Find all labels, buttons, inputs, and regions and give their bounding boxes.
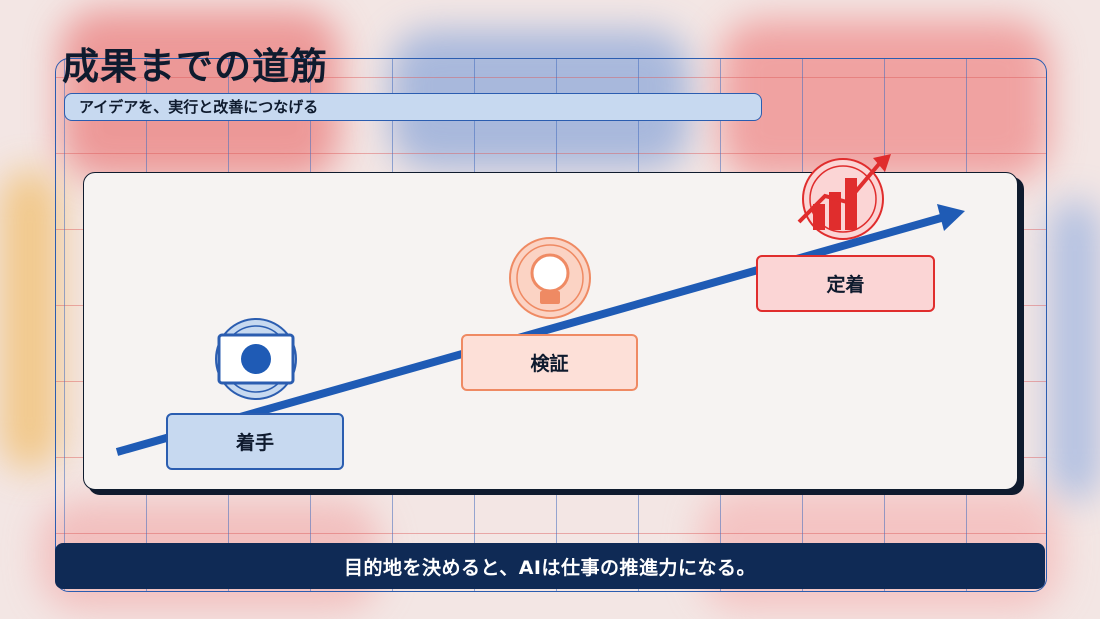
lightbulb-icon [509, 237, 591, 319]
slide-title: 成果までの道筋 [62, 45, 328, 88]
step-start: 着手 [166, 413, 344, 470]
bg-blob [0, 170, 60, 470]
target-screen-icon [215, 318, 297, 400]
bar-chart-growth-icon [797, 154, 891, 240]
footer-banner: 目的地を決めると、AIは仕事の推進力になる。 [55, 543, 1045, 589]
slide-subtitle: アイデアを、実行と改善につなげる [64, 93, 762, 121]
step-verify: 検証 [461, 334, 638, 391]
bg-blob [1050, 200, 1100, 500]
step-establish: 定着 [756, 255, 935, 312]
